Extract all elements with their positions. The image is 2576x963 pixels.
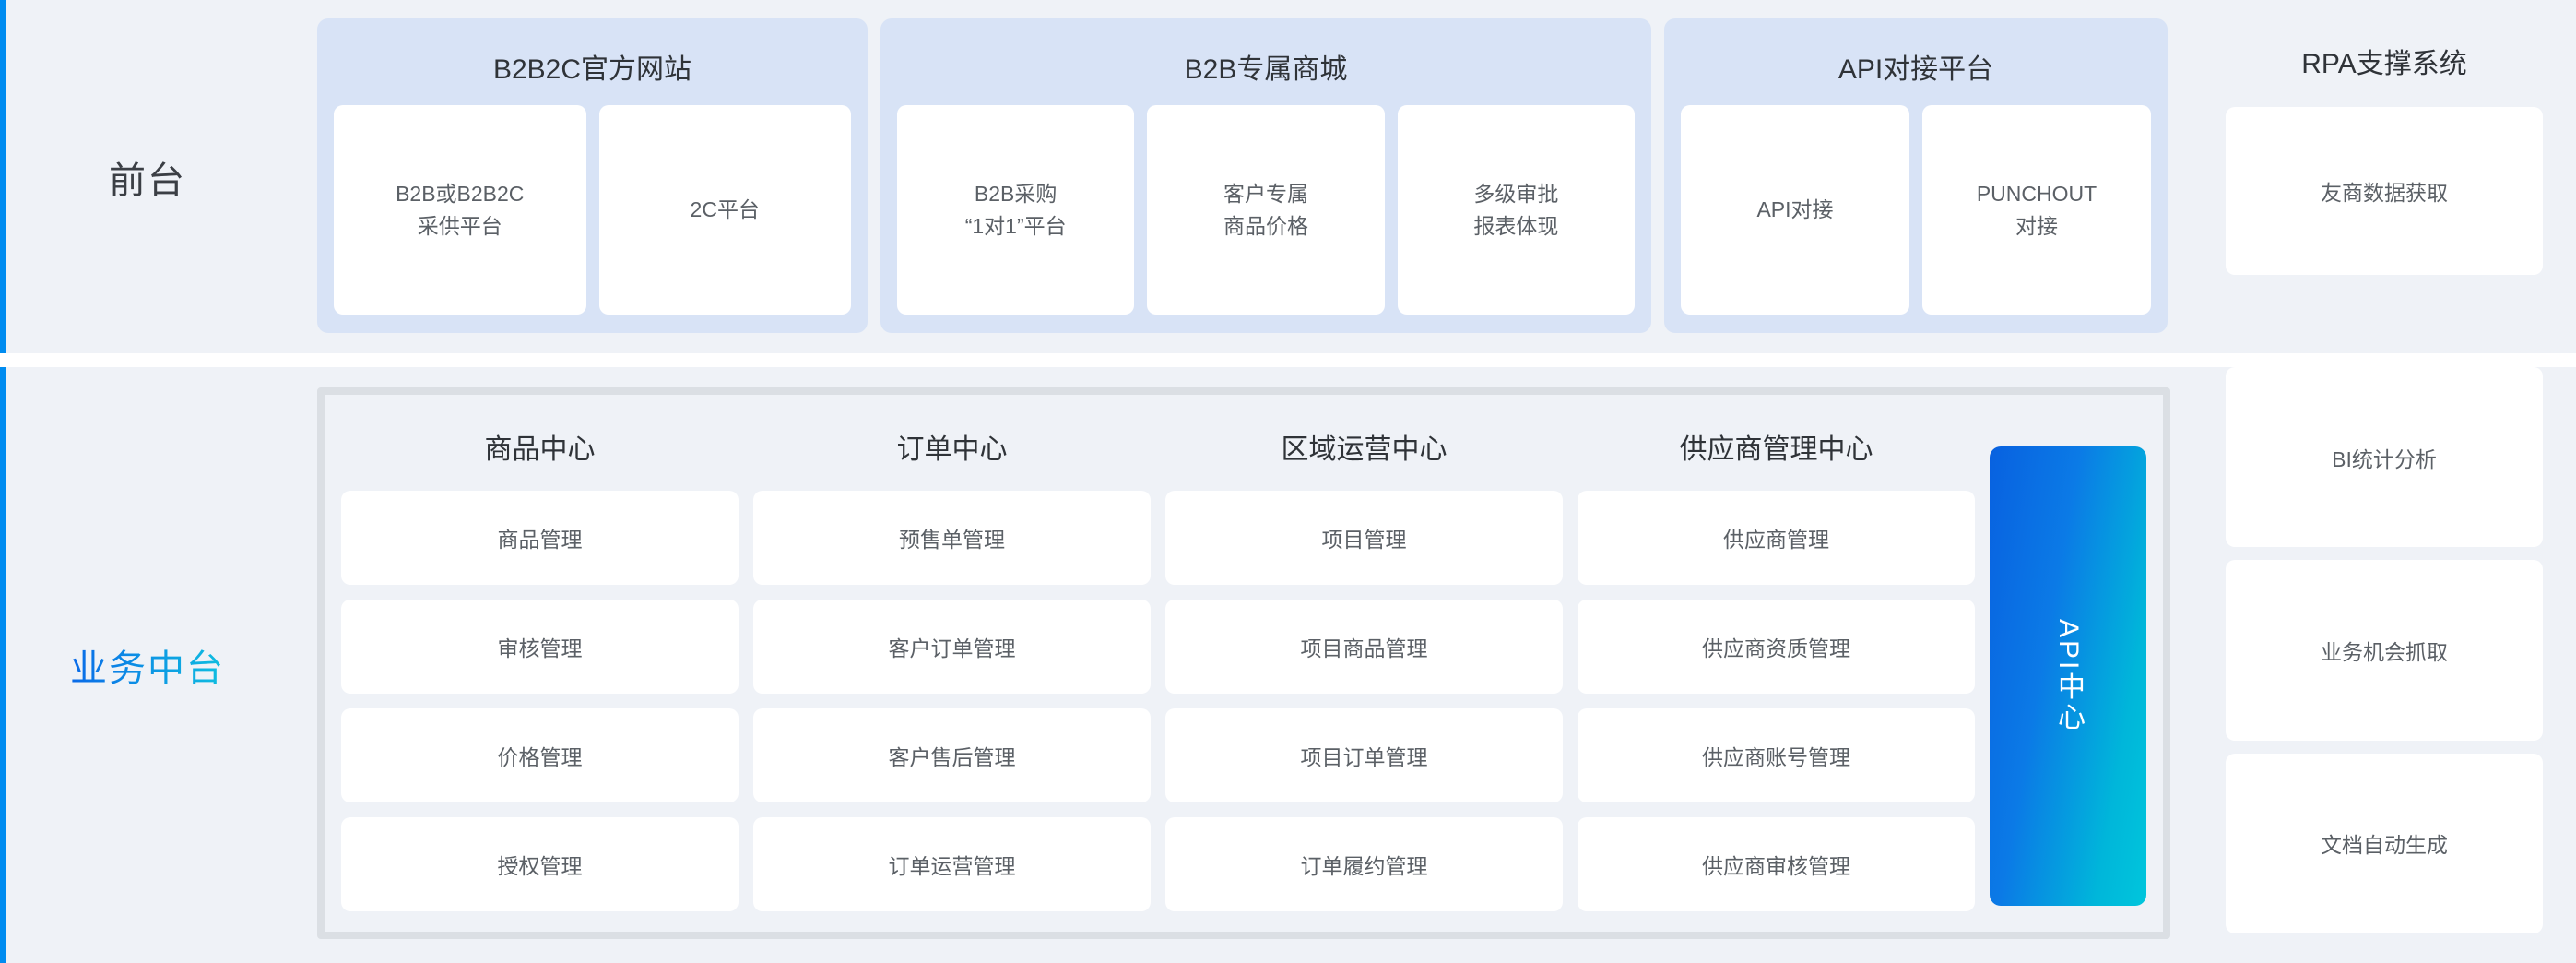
front-layer-row: 前台 B2B2C官方网站 B2B或B2B2C 采供平台 2C平台 B2B专属商城…	[0, 0, 2576, 353]
front-card[interactable]: B2B或B2B2C 采供平台	[334, 105, 586, 315]
middle-column-items: 项目管理 项目商品管理 项目订单管理 订单履约管理	[1165, 491, 1563, 911]
front-group-b2b-mall: B2B专属商城 B2B采购 “1对1”平台 客户专属 商品价格 多级审批 报表体…	[880, 18, 1651, 333]
front-group-title: B2B2C官方网站	[492, 54, 692, 85]
middle-item[interactable]: 供应商账号管理	[1578, 708, 1975, 802]
front-card[interactable]: PUNCHOUT 对接	[1922, 105, 2151, 315]
rpa-card[interactable]: 业务机会抓取	[2226, 560, 2543, 741]
middle-column-regional-ops-center: 区域运营中心 项目管理 项目商品管理 项目订单管理 订单履约管理	[1165, 404, 1563, 911]
front-card[interactable]: 客户专属 商品价格	[1147, 105, 1385, 315]
front-layer-rail: 前台	[0, 0, 295, 353]
middle-item[interactable]: 供应商审核管理	[1578, 817, 1975, 911]
middle-platform-panel: 商品中心 商品管理 审核管理 价格管理 授权管理 订单中心 预售单管理 客户订单…	[317, 387, 2170, 939]
middle-column-title: 区域运营中心	[1281, 434, 1448, 465]
front-card[interactable]: B2B采购 “1对1”平台	[897, 105, 1135, 315]
middle-item[interactable]: 客户订单管理	[753, 600, 1151, 694]
front-group-api-platform: API对接平台 API对接 PUNCHOUT 对接	[1664, 18, 2168, 333]
middle-column-items: 供应商管理 供应商资质管理 供应商账号管理 供应商审核管理	[1578, 491, 1975, 911]
middle-column-items: 商品管理 审核管理 价格管理 授权管理	[341, 491, 739, 911]
middle-item[interactable]: 商品管理	[341, 491, 739, 585]
api-center-wrapper: API中心	[1990, 404, 2146, 911]
middle-item[interactable]: 订单履约管理	[1165, 817, 1563, 911]
rpa-card[interactable]: 友商数据获取	[2226, 107, 2543, 275]
middle-column-order-center: 订单中心 预售单管理 客户订单管理 客户售后管理 订单运营管理	[753, 404, 1151, 911]
middle-layer-body: 商品中心 商品管理 审核管理 价格管理 授权管理 订单中心 预售单管理 客户订单…	[295, 367, 2576, 963]
api-center-panel[interactable]: API中心	[1990, 446, 2146, 906]
api-center-label: API中心	[2053, 619, 2084, 733]
rpa-card-list: BI统计分析 业务机会抓取 文档自动生成	[2226, 367, 2543, 963]
middle-layer-rail: 业务中台	[0, 367, 295, 963]
middle-item[interactable]: 授权管理	[341, 817, 739, 911]
rpa-card[interactable]: 文档自动生成	[2226, 753, 2543, 933]
front-card[interactable]: API对接	[1681, 105, 1909, 315]
front-group-strip: B2B2C官方网站 B2B或B2B2C 采供平台 2C平台 B2B专属商城 B2…	[295, 0, 2192, 353]
middle-item[interactable]: 审核管理	[341, 600, 739, 694]
front-group-cards: API对接 PUNCHOUT 对接	[1681, 105, 2151, 315]
middle-item[interactable]: 项目商品管理	[1165, 600, 1563, 694]
front-group-cards: B2B采购 “1对1”平台 客户专属 商品价格 多级审批 报表体现	[897, 105, 1635, 315]
front-card[interactable]: 多级审批 报表体现	[1397, 105, 1635, 315]
middle-item[interactable]: 项目订单管理	[1165, 708, 1563, 802]
middle-item[interactable]: 订单运营管理	[753, 817, 1151, 911]
front-card[interactable]: 2C平台	[598, 105, 851, 315]
front-group-title: API对接平台	[1837, 54, 1994, 85]
rpa-column-bottom: BI统计分析 业务机会抓取 文档自动生成	[2192, 367, 2576, 963]
rpa-title: RPA支撑系统	[2301, 49, 2467, 79]
front-layer-label: 前台	[109, 160, 186, 201]
middle-layer-row: 业务中台 商品中心 商品管理 审核管理 价格管理 授权管理 订	[0, 367, 2576, 963]
front-group-cards: B2B或B2B2C 采供平台 2C平台	[334, 105, 851, 315]
middle-column-title: 商品中心	[484, 434, 596, 465]
front-group-title: B2B专属商城	[1184, 54, 1348, 85]
middle-column-title: 供应商管理中心	[1679, 434, 1873, 465]
front-group-b2b2c-site: B2B2C官方网站 B2B或B2B2C 采供平台 2C平台	[317, 18, 868, 333]
rpa-column-top: RPA支撑系统 友商数据获取	[2192, 0, 2576, 353]
middle-column-title: 订单中心	[896, 434, 1008, 465]
middle-column-product-center: 商品中心 商品管理 审核管理 价格管理 授权管理	[341, 404, 739, 911]
middle-item[interactable]: 供应商管理	[1578, 491, 1975, 585]
middle-column-items: 预售单管理 客户订单管理 客户售后管理 订单运营管理	[753, 491, 1151, 911]
middle-item[interactable]: 预售单管理	[753, 491, 1151, 585]
middle-layer-label: 业务中台	[70, 638, 225, 692]
middle-item[interactable]: 价格管理	[341, 708, 739, 802]
rpa-card[interactable]: BI统计分析	[2226, 367, 2543, 548]
middle-item[interactable]: 项目管理	[1165, 491, 1563, 585]
middle-panel-wrapper: 商品中心 商品管理 审核管理 价格管理 授权管理 订单中心 预售单管理 客户订单…	[295, 367, 2192, 963]
middle-item[interactable]: 客户售后管理	[753, 708, 1151, 802]
middle-column-supplier-center: 供应商管理中心 供应商管理 供应商资质管理 供应商账号管理 供应商审核管理	[1578, 404, 1975, 911]
front-layer-body: B2B2C官方网站 B2B或B2B2C 采供平台 2C平台 B2B专属商城 B2…	[295, 0, 2576, 353]
middle-item[interactable]: 供应商资质管理	[1578, 600, 1975, 694]
